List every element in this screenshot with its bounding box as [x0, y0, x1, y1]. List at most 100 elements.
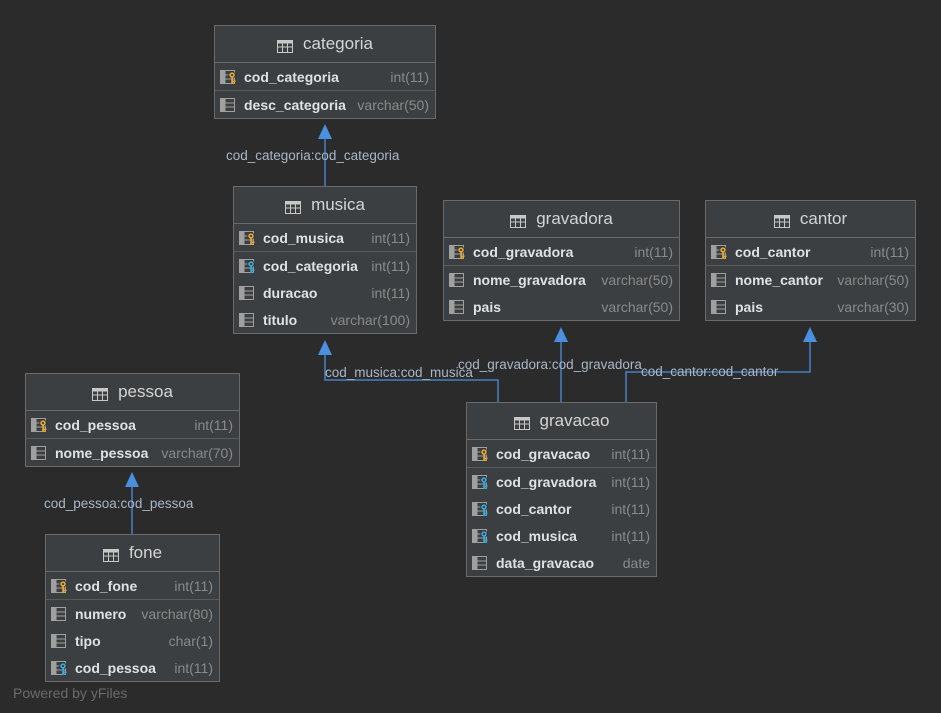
foreign-key-icon [472, 474, 490, 490]
column-name: cod_gravadora [473, 243, 574, 260]
foreign-key-icon [472, 528, 490, 544]
foreign-key-icon [472, 501, 490, 517]
primary-key-icon [51, 578, 69, 594]
column-name: cod_gravadora [496, 473, 597, 490]
column-icon [472, 555, 490, 571]
arrowhead-gravadora [554, 327, 568, 342]
column-name: cod_categoria [263, 257, 358, 274]
column-type: varchar(80) [141, 605, 213, 622]
column-type: int(11) [870, 243, 909, 260]
column-name: pais [735, 298, 764, 315]
column-name: numero [75, 605, 127, 622]
table-categoria[interactable]: categoria cod_categoria int(11) desc_catego… [214, 25, 436, 119]
table-name: fone [128, 543, 163, 562]
table-icon [513, 415, 530, 430]
relation-label-fone-pessoa: cod_pessoa:cod_pessoa [44, 496, 194, 511]
column-row[interactable]: numero varchar(80) [46, 599, 219, 627]
table-header[interactable]: categoria [215, 26, 435, 63]
column-icon [711, 272, 729, 288]
column-type: varchar(70) [161, 444, 233, 461]
column-row[interactable]: cod_gravadora int(11) [467, 467, 656, 495]
column-name: cod_pessoa [75, 659, 156, 676]
column-type: varchar(50) [601, 298, 673, 315]
column-name: cod_categoria [244, 68, 339, 85]
column-name: nome_gravadora [473, 271, 586, 288]
arrowhead-pessoa [125, 472, 139, 487]
column-row[interactable]: cod_fone int(11) [46, 572, 219, 599]
primary-key-icon [239, 230, 257, 246]
column-name: tipo [75, 632, 101, 649]
column-name: cod_gravacao [496, 445, 591, 462]
column-icon [31, 445, 49, 461]
column-type: int(11) [174, 577, 213, 594]
table-name: musica [311, 195, 365, 214]
table-header[interactable]: gravadora [444, 201, 679, 238]
arrowhead-cantor [803, 327, 817, 342]
primary-key-icon [449, 244, 467, 260]
column-icon [449, 272, 467, 288]
column-type: int(11) [611, 500, 650, 517]
relation-label-gravacao-gravadora: cod_gravadora:cod_gravadora [458, 357, 642, 372]
column-name: cod_musica [496, 527, 577, 544]
relation-label-gravacao-cantor: cod_cantor:cod_cantor [641, 364, 779, 379]
column-name: nome_cantor [735, 271, 823, 288]
column-icon [239, 312, 257, 328]
column-type: int(11) [174, 659, 213, 676]
table-fone[interactable]: fone cod_fone int(11) numero varchar(80) tipo… [45, 534, 220, 682]
column-name: cod_pessoa [55, 416, 136, 433]
column-row[interactable]: cod_categoria int(11) [234, 251, 416, 279]
column-name: duracao [263, 284, 318, 301]
column-type: char(1) [168, 632, 213, 649]
column-row[interactable]: duracao int(11) [234, 279, 416, 306]
column-row[interactable]: tipo char(1) [46, 627, 219, 654]
table-header[interactable]: musica [234, 187, 416, 224]
column-row[interactable]: cod_musica int(11) [467, 522, 656, 549]
primary-key-icon [472, 446, 490, 462]
table-header[interactable]: pessoa [26, 374, 239, 411]
column-icon [51, 633, 69, 649]
column-row[interactable]: cod_gravacao int(11) [467, 440, 656, 467]
column-name: desc_categoria [244, 96, 346, 113]
table-icon [92, 386, 109, 401]
column-type: int(11) [611, 527, 650, 544]
column-type: int(11) [611, 445, 650, 462]
column-row[interactable]: cod_categoria int(11) [215, 63, 435, 90]
column-name: titulo [263, 311, 298, 328]
column-type: int(11) [371, 257, 410, 274]
column-icon [711, 299, 729, 315]
arrowhead-categoria [318, 124, 332, 139]
column-row[interactable]: cod_pessoa int(11) [46, 654, 219, 681]
table-header[interactable]: cantor [706, 201, 915, 238]
table-header[interactable]: gravacao [467, 403, 656, 440]
column-name: cod_fone [75, 577, 138, 594]
column-icon [239, 285, 257, 301]
column-type: int(11) [371, 284, 410, 301]
relation-label-musica-categoria: cod_categoria:cod_categoria [226, 148, 400, 163]
relation-label-gravacao-musica: cod_musica:cod_musica [325, 365, 473, 380]
table-header[interactable]: fone [46, 535, 219, 572]
table-name: categoria [303, 34, 373, 53]
column-name: data_gravacao [496, 554, 595, 571]
column-type: int(11) [390, 68, 429, 85]
table-name: gravadora [536, 209, 613, 228]
column-type: int(11) [611, 473, 650, 490]
